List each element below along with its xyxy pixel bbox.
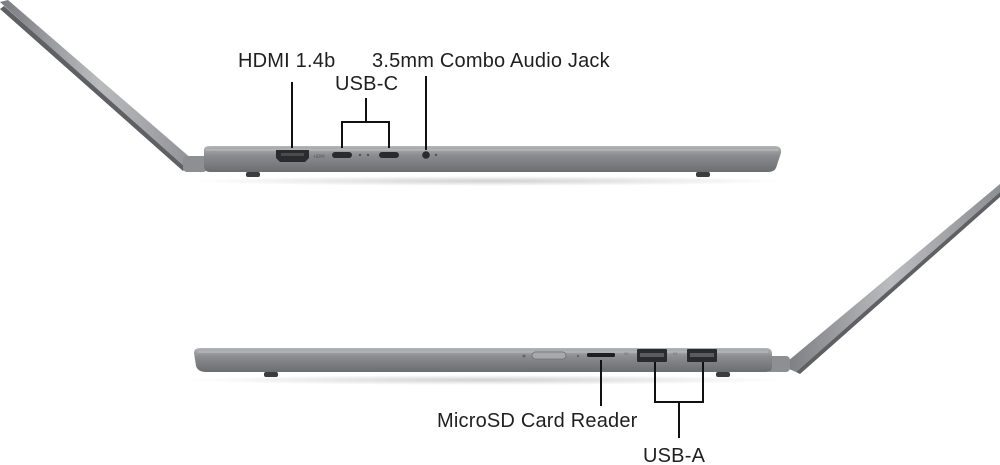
usb-c-port (332, 152, 352, 158)
laptop-foot (716, 372, 730, 377)
power-button (531, 351, 567, 360)
laptop-foot (264, 372, 278, 377)
svg-text:HDMI: HDMI (314, 154, 325, 159)
laptop-lid (782, 184, 1000, 374)
usb-a-port (637, 349, 667, 362)
svg-text:SS: SS (624, 352, 629, 356)
laptop-shadow (185, 375, 785, 385)
laptop-right-side-view: SS SS (185, 184, 1000, 438)
microsd-slot (587, 353, 615, 357)
callout-leader-lines (291, 76, 427, 150)
hdmi-label: HDMI 1.4b (238, 50, 336, 72)
laptop-base (194, 348, 772, 372)
audio-jack-label: 3.5mm Combo Audio Jack (372, 50, 610, 72)
hdmi-port: HDMI (276, 150, 325, 162)
usb-c-label: USB-C (335, 73, 399, 95)
usb-c-port (379, 152, 399, 158)
laptop-lid (0, 0, 200, 171)
laptop-shadow (190, 176, 790, 186)
laptop-left-side-view: HDMI (0, 0, 790, 186)
usb-a-label: USB-A (643, 445, 706, 465)
microsd-label: MicroSD Card Reader (437, 410, 638, 432)
laptop-hinge (183, 156, 207, 172)
audio-jack-port (422, 151, 430, 159)
svg-text:SS: SS (673, 352, 678, 356)
usb-a-port (687, 349, 717, 362)
laptop-foot (696, 172, 710, 177)
callout-leader-lines (600, 360, 704, 438)
laptop-foot (246, 172, 260, 177)
